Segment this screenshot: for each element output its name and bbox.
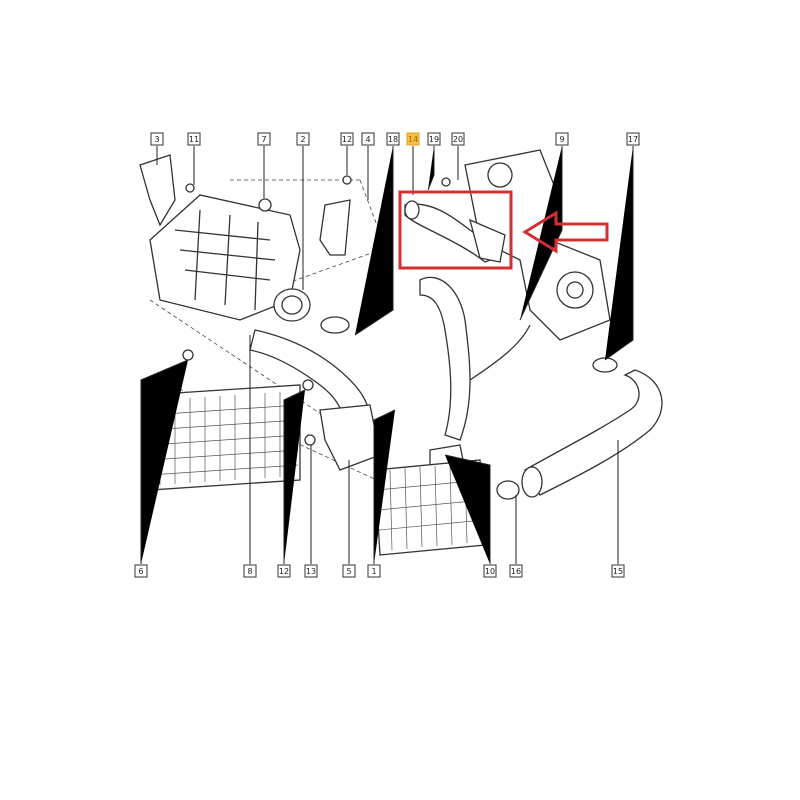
callout-14-highlighted[interactable]: 14 [406,132,420,146]
callout-12-bottom[interactable]: 12 [277,564,291,578]
callout-9[interactable]: 9 [555,132,569,146]
hose-right [496,357,663,500]
callout-12[interactable]: 12 [340,132,354,146]
svg-text:1: 1 [371,567,376,576]
svg-text:9: 9 [559,135,564,144]
svg-text:15: 15 [613,567,623,576]
svg-text:7: 7 [261,135,266,144]
clamp-17 [592,357,618,373]
callout-8[interactable]: 8 [243,564,257,578]
svg-text:4: 4 [365,135,370,144]
callout-16[interactable]: 16 [509,564,523,578]
callout-7[interactable]: 7 [257,132,271,146]
svg-text:18: 18 [388,135,398,144]
svg-text:3: 3 [154,135,159,144]
svg-text:8: 8 [247,567,252,576]
callout-20[interactable]: 20 [451,132,465,146]
svg-text:10: 10 [485,567,495,576]
highlight-arrow [522,210,609,254]
svg-text:16: 16 [511,567,521,576]
clamp-left [320,316,350,334]
svg-text:17: 17 [628,135,638,144]
callout-11[interactable]: 11 [187,132,201,146]
callout-4[interactable]: 4 [361,132,375,146]
callout-6[interactable]: 6 [134,564,148,578]
pipe-9 [469,324,531,381]
top-labels: 3 11 7 2 12 4 18 14 19 20 9 17 [150,132,640,146]
callout-13[interactable]: 13 [304,564,318,578]
callout-1[interactable]: 1 [367,564,381,578]
svg-text:12: 12 [279,567,289,576]
svg-text:13: 13 [306,567,316,576]
svg-text:6: 6 [138,567,143,576]
hose-part-14 [404,200,506,263]
bolts [182,175,451,446]
throttle-body [273,288,311,322]
callout-18[interactable]: 18 [386,132,400,146]
intake-manifold [139,154,301,321]
svg-text:5: 5 [346,567,351,576]
svg-text:14: 14 [408,135,418,144]
callout-17[interactable]: 17 [626,132,640,146]
callout-2[interactable]: 2 [296,132,310,146]
clamp-16 [496,480,520,500]
leader-lines [140,146,634,564]
bracket-4 [319,199,351,256]
callout-10[interactable]: 10 [483,564,497,578]
svg-text:12: 12 [342,135,352,144]
svg-text:19: 19 [429,135,439,144]
bottom-labels: 6 8 12 13 5 1 10 16 15 [134,564,625,578]
bracket-5 [319,404,381,471]
callout-3[interactable]: 3 [150,132,164,146]
callout-5[interactable]: 5 [342,564,356,578]
callout-19[interactable]: 19 [427,132,441,146]
hose-center [419,276,531,471]
hose-left [249,316,381,471]
svg-text:11: 11 [189,135,199,144]
bracket [139,154,176,227]
svg-text:20: 20 [453,135,463,144]
callout-15[interactable]: 15 [611,564,625,578]
svg-text:2: 2 [300,135,305,144]
highlight-box [398,190,513,270]
